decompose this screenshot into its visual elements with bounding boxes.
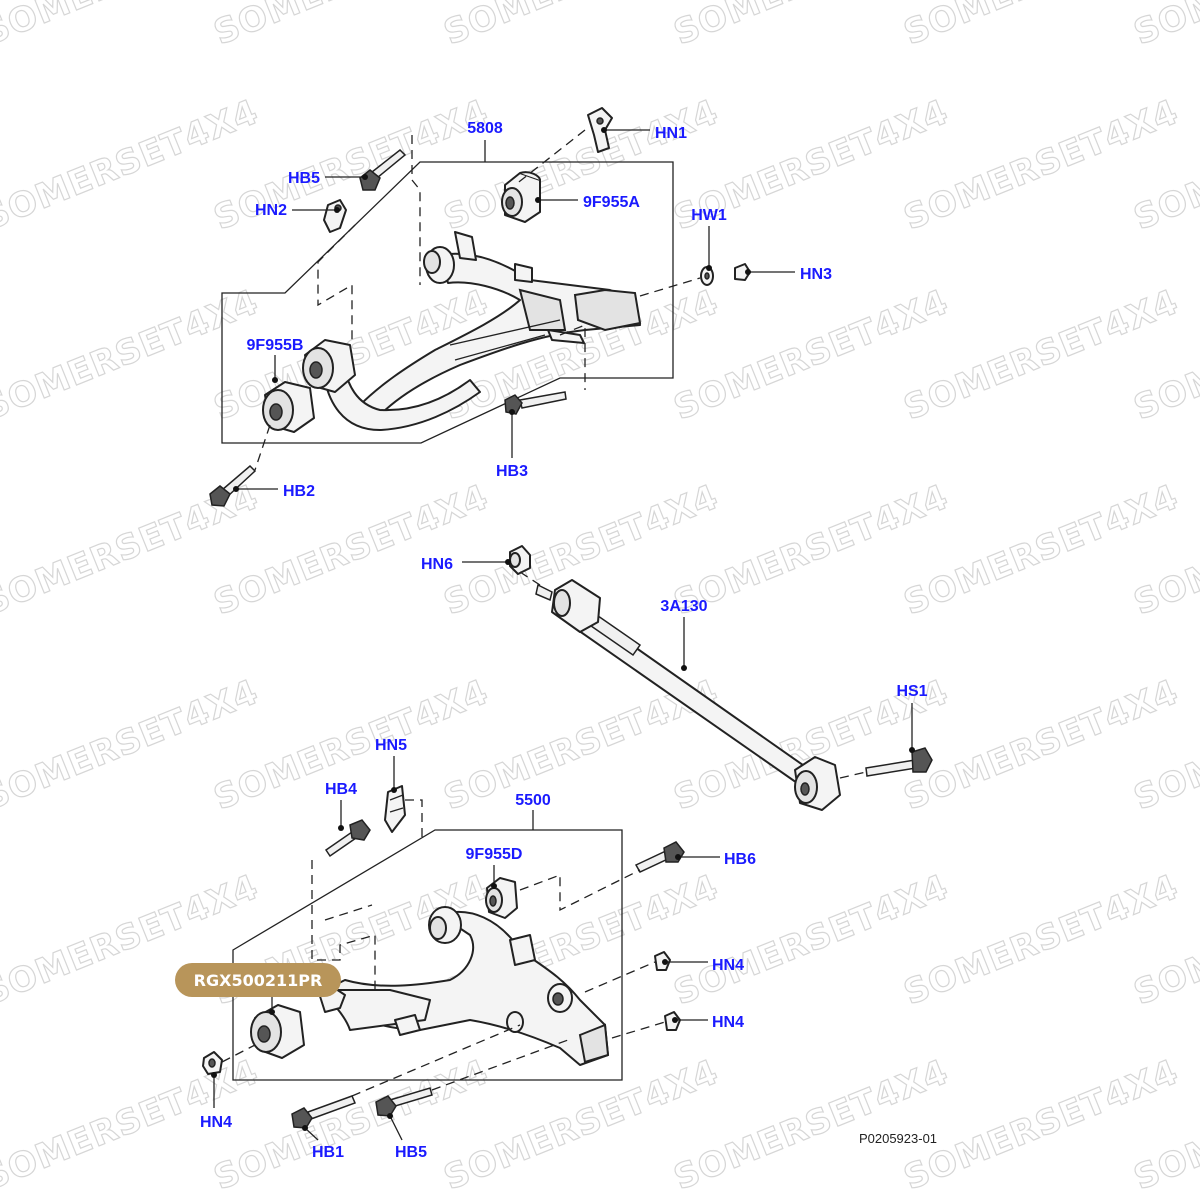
label-hb6: HB6 <box>724 851 756 868</box>
label-hn2: HN2 <box>255 202 287 219</box>
bolt-hb2 <box>209 464 257 507</box>
leaders <box>211 127 915 1141</box>
bracket-hn1 <box>587 107 613 153</box>
label-5500: 5500 <box>515 792 551 809</box>
bolt-hb3 <box>504 391 567 415</box>
bolt-hb5-lower <box>375 1087 433 1117</box>
lower-assembly-frame <box>232 829 623 1081</box>
callout-labels: 5808 HN1 HB5 HN2 9F955A HW1 HN3 9F955B H… <box>200 120 928 1161</box>
bushing-9f955d <box>485 877 518 919</box>
label-hb5-upper: HB5 <box>288 170 320 187</box>
upper-control-arm <box>321 231 642 431</box>
label-hn4-middle: HN4 <box>712 1014 744 1031</box>
label-hn4-upper: HN4 <box>712 957 744 974</box>
nut-hn4-left <box>202 1051 223 1075</box>
label-hb3: HB3 <box>496 463 528 480</box>
bolt-hb4 <box>324 819 371 858</box>
label-hn1: HN1 <box>655 125 687 142</box>
label-hn6: HN6 <box>421 556 453 573</box>
label-5808: 5808 <box>467 120 503 137</box>
label-9f955d: 9F955D <box>466 846 523 863</box>
label-hs1: HS1 <box>896 683 927 700</box>
label-hn3: HN3 <box>800 266 832 283</box>
lower-control-arm <box>319 906 610 1066</box>
toe-link-3a130 <box>509 545 933 811</box>
label-hw1: HW1 <box>691 207 727 224</box>
label-hn5: HN5 <box>375 737 407 754</box>
lower-arm-assembly <box>202 785 685 1129</box>
label-3a130: 3A130 <box>660 598 707 615</box>
bushing-9f955a <box>501 171 541 223</box>
highlight-badge-background <box>175 963 341 997</box>
figure-reference: P0205923-01 <box>859 1131 937 1146</box>
bushing-9f955b <box>262 339 356 433</box>
watermark-text: SOMERSET4X4 <box>1128 0 1200 53</box>
bolt-hb1 <box>291 1095 357 1129</box>
clip-hn5 <box>384 785 406 833</box>
bolt-hs1 <box>865 747 933 777</box>
nut-hn6 <box>509 545 531 575</box>
label-hb2: HB2 <box>283 483 315 500</box>
label-hb1: HB1 <box>312 1144 344 1161</box>
label-hb5-lower: HB5 <box>395 1144 427 1161</box>
label-hn4-left: HN4 <box>200 1114 232 1131</box>
label-9f955b: 9F955B <box>247 337 304 354</box>
label-hb4: HB4 <box>325 781 357 798</box>
nut-hn3 <box>734 263 751 281</box>
upper-arm-assembly <box>209 107 751 507</box>
label-9f955a: 9F955A <box>583 194 640 211</box>
clip-hn2 <box>323 199 347 233</box>
highlight-badge-rgx500211pr[interactable]: RGX500211PR <box>175 963 341 997</box>
highlight-badge-text: RGX500211PR <box>194 971 323 990</box>
